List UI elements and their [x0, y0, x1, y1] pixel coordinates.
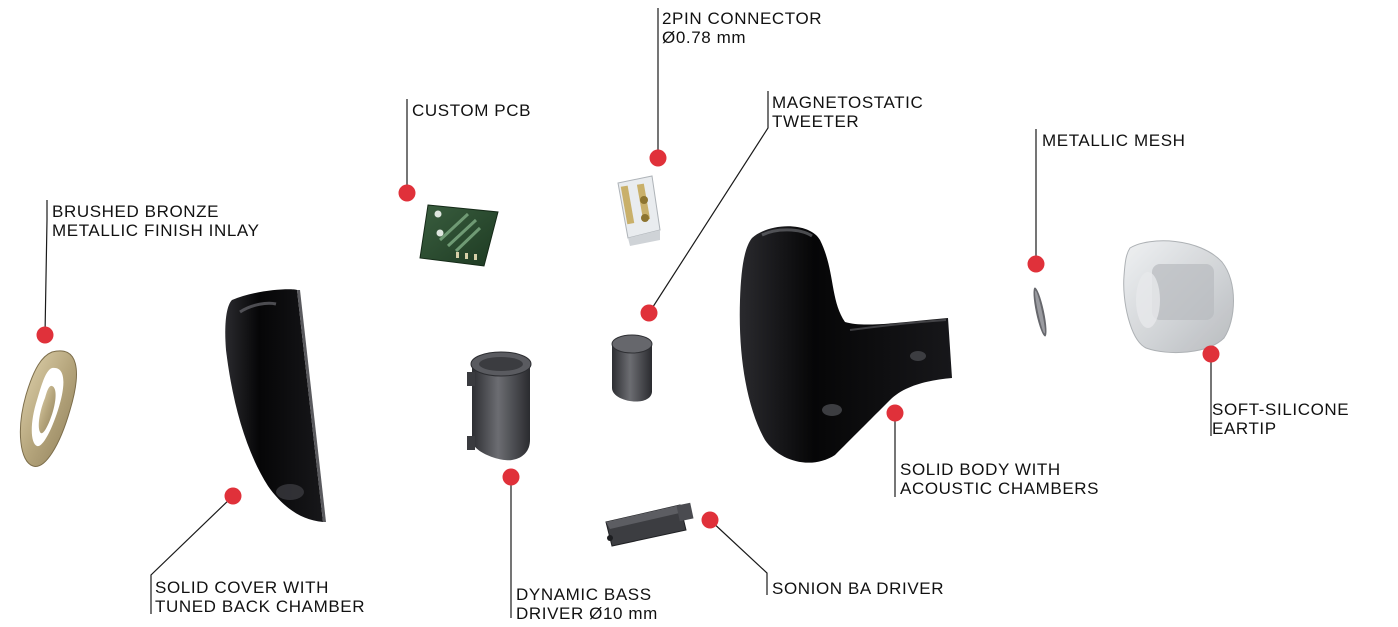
marker-dot-inlay	[36, 326, 54, 344]
sonion-ba-driver-part	[605, 502, 694, 547]
callout-pcb-label: CUSTOM PCB	[412, 101, 532, 120]
bronze-inlay-part	[19, 350, 77, 467]
callout-body-label: SOLID BODY WITH ACOUSTIC CHAMBERS	[900, 460, 1100, 498]
callout-ba-label: SONION BA DRIVER	[772, 579, 945, 598]
marker-dot-ba	[701, 511, 719, 529]
solid-body-part	[739, 226, 952, 463]
callout-cover-label: SOLID COVER WITH TUNED BACK CHAMBER	[155, 578, 366, 616]
marker-dot-tweeter	[640, 304, 658, 322]
marker-dot-cover	[224, 487, 242, 505]
callout-inlay-label: BRUSHED BRONZE METALLIC FINISH INLAY	[52, 202, 260, 240]
marker-dot-connector	[649, 149, 667, 167]
metallic-mesh-part	[1033, 287, 1047, 337]
cover-shell-part	[225, 289, 326, 522]
2pin-connector-part	[617, 175, 661, 246]
dynamic-bass-driver-part	[467, 351, 532, 461]
callout-eartip-label: SOFT-SILICONE EARTIP	[1212, 400, 1350, 438]
leader-line-cover	[150, 495, 234, 614]
leader-line-ba	[709, 519, 768, 595]
callout-bass-label: DYNAMIC BASS DRIVER Ø10 mm	[516, 585, 658, 623]
marker-dot-eartip	[1202, 345, 1220, 363]
marker-dot-pcb	[398, 184, 416, 202]
callout-mesh-label: METALLIC MESH	[1042, 131, 1186, 150]
leader-line-inlay	[44, 200, 48, 336]
custom-pcb-part	[419, 204, 499, 267]
soft-silicone-eartip-part	[1123, 240, 1234, 354]
marker-dot-bass	[502, 468, 520, 486]
callout-connector-label: 2PIN CONNECTOR Ø0.78 mm	[662, 9, 823, 47]
marker-dot-mesh	[1027, 255, 1045, 273]
callout-tweeter-label: MAGNETOSTATIC TWEETER	[772, 93, 924, 131]
marker-dot-body	[886, 404, 904, 422]
leader-line-tweeter	[648, 91, 769, 314]
magnetostatic-tweeter-part	[611, 334, 653, 402]
